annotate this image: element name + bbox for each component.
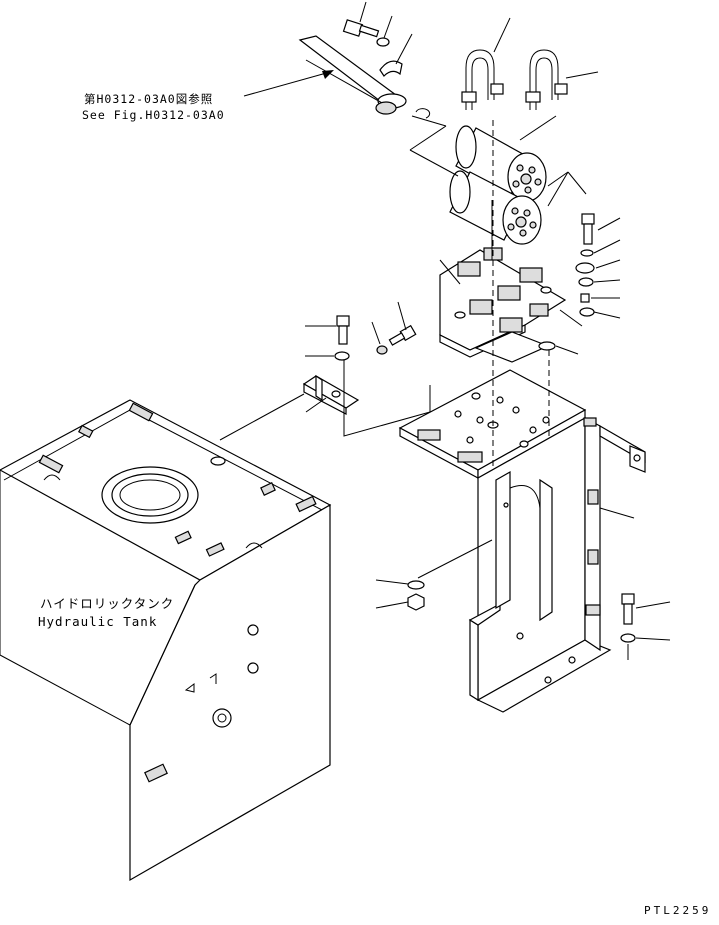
reference-leader-line <box>243 71 331 97</box>
accumulator-lower <box>449 170 542 245</box>
u-bolt-right <box>525 49 568 110</box>
accumulator-clamp-bracket <box>439 247 567 358</box>
tank-filler-opening <box>101 466 199 524</box>
u-bolt-left <box>461 49 504 110</box>
stand-nut-washer <box>407 580 425 611</box>
plate-washer <box>538 341 556 351</box>
pipe-assembly <box>298 35 407 115</box>
reference-label-jp: 第H0312-03A0図参照 <box>84 92 213 106</box>
right-bolt-stack <box>575 213 595 317</box>
tank-label-jp: ハイドロリックタンク <box>40 596 174 611</box>
snap-ring <box>415 108 431 119</box>
right-lower-bolt <box>620 593 636 643</box>
clamp-bolt <box>342 19 380 38</box>
clamp-washer <box>376 37 390 47</box>
support-stand <box>468 416 612 713</box>
tank-label-en: Hydraulic Tank <box>38 614 157 629</box>
hydraulic-tank <box>0 399 332 882</box>
side-mount-bracket <box>583 417 646 473</box>
reference-label-en: See Fig.H0312-03A0 <box>82 108 225 122</box>
small-bracket-bolts <box>334 315 417 361</box>
pipe-clamp <box>379 60 403 77</box>
page-code: PTL2259 <box>644 904 711 917</box>
